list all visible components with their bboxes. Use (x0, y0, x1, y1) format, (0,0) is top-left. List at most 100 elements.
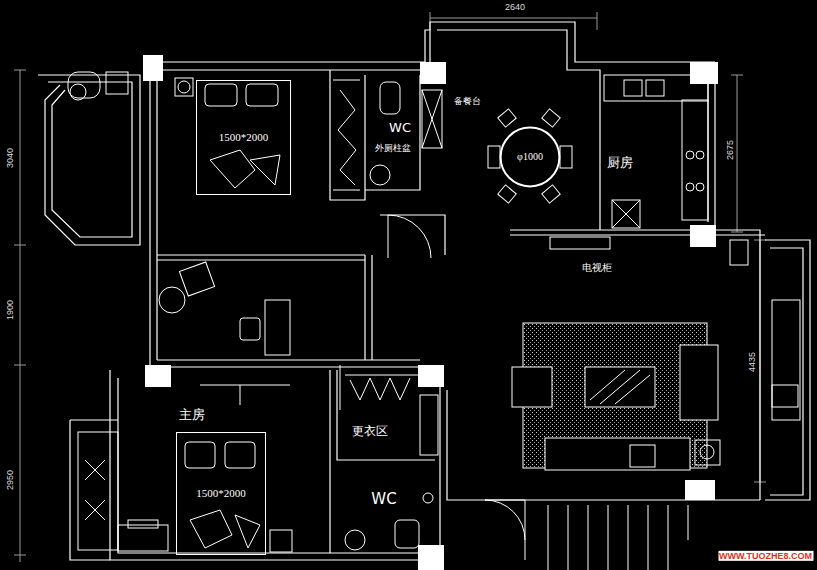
doors (388, 215, 431, 258)
dining-kitchen (686, 151, 694, 159)
walls (157, 254, 365, 255)
stairs (668, 505, 669, 570)
bedroom-furniture (68, 72, 100, 98)
study-furniture (159, 287, 185, 313)
master-bedroom-furniture (225, 442, 255, 468)
dining-kitchen (730, 240, 748, 265)
walls (430, 22, 715, 62)
living-room-furniture (512, 300, 800, 470)
walls (364, 255, 365, 360)
bedroom-furniture (175, 78, 193, 96)
master-bedroom-furniture (78, 432, 118, 550)
walls (149, 62, 150, 365)
dimension: 3040 (5, 147, 15, 169)
walls (38, 22, 810, 560)
table-outline (501, 128, 560, 187)
walls (70, 420, 110, 560)
dimension-lines (14, 555, 26, 556)
master-bedroom-furniture (270, 530, 292, 552)
pillars (420, 62, 446, 84)
pillars (143, 55, 718, 570)
stairs (608, 505, 609, 570)
living-room-furniture (772, 300, 800, 420)
stairs (588, 505, 589, 570)
dining-kitchen (498, 109, 516, 127)
dining-kitchen (686, 183, 694, 191)
bedroom-furniture (210, 150, 280, 188)
room-label: 备餐台 (453, 96, 482, 106)
living-room-furniture (695, 440, 720, 465)
stairs (568, 505, 569, 570)
bedroom-furniture (333, 80, 360, 190)
living-room-furniture (512, 367, 552, 407)
dining-kitchen (696, 151, 704, 159)
room-label: 主房 (178, 408, 206, 423)
walls (330, 70, 365, 200)
bed-size: 1500*2000 (217, 131, 271, 144)
stairs (548, 505, 549, 570)
dining-kitchen (550, 237, 610, 249)
table-size: φ1000 (515, 151, 545, 163)
walls (371, 255, 372, 360)
walls (365, 75, 420, 190)
walls (157, 359, 420, 360)
dimension-lines (20, 70, 21, 562)
room-label: 厨房 (606, 156, 634, 171)
dining-kitchen (604, 75, 708, 101)
walls (118, 378, 420, 553)
stairs (628, 505, 629, 570)
dimension: 2950 (5, 469, 15, 491)
master-bedroom-furniture (185, 442, 215, 468)
living-room-furniture (590, 370, 650, 404)
doors (485, 500, 525, 560)
dimension-lines (430, 18, 597, 19)
walls (110, 370, 440, 560)
bed-size: 1500*2000 (194, 487, 248, 500)
watermark: WWW.TUOZHE8.COM (718, 551, 813, 561)
walls (380, 215, 445, 255)
study-furniture (240, 318, 260, 340)
dimension-lines (14, 245, 26, 246)
dimension-lines (14, 70, 26, 71)
pillars (690, 62, 718, 84)
room-label: WC (370, 491, 397, 508)
master-bedroom-furniture (420, 395, 438, 455)
fixture-label: 外厕柱盆 (374, 143, 412, 153)
dimension-lines (14, 12, 766, 562)
dimension: 4435 (747, 351, 757, 373)
pillars (143, 55, 163, 81)
bedroom-furniture (68, 72, 442, 190)
bedroom-furniture (178, 81, 190, 93)
study-furniture (179, 262, 214, 296)
dining-table: φ1000 (500, 127, 560, 187)
stairs (548, 505, 688, 570)
dimension-lines (731, 232, 743, 233)
walls (157, 259, 365, 260)
dining-kitchen (488, 146, 500, 168)
bedroom-furniture (70, 84, 86, 100)
living-room-furniture (585, 367, 655, 407)
living-room-furniture (772, 385, 798, 407)
pillars (418, 365, 444, 387)
walls (714, 62, 715, 230)
bedroom-furniture (380, 82, 400, 114)
living-room-furniture (630, 445, 655, 467)
master-bedroom-furniture (395, 520, 419, 548)
dining-kitchen (560, 146, 572, 168)
dimension-lines (731, 75, 743, 76)
pillars (685, 480, 715, 500)
walls (48, 82, 132, 237)
master-bedroom-furniture (128, 520, 158, 528)
master-bedroom-furniture (118, 525, 168, 551)
bedroom-furniture (205, 84, 237, 106)
pillars (418, 545, 444, 570)
stairs (688, 505, 689, 540)
walls (38, 75, 140, 245)
doors (200, 385, 290, 405)
walls (157, 366, 420, 367)
pillars (145, 365, 171, 387)
walls (510, 234, 765, 235)
walls (329, 370, 330, 553)
doors (340, 365, 341, 410)
